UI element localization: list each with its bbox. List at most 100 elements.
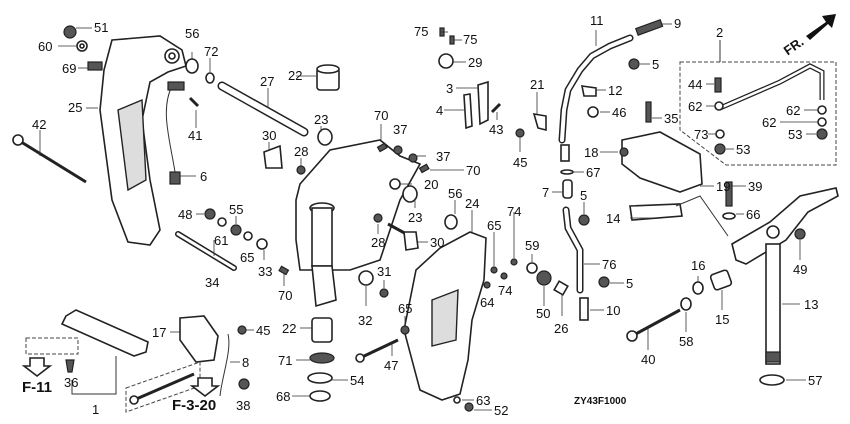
callout[interactable]: 62 [688,99,702,114]
callout[interactable]: 35 [664,111,678,126]
callout[interactable]: 23 [314,112,328,127]
callout[interactable]: 70 [278,288,292,303]
callout[interactable]: 21 [530,77,544,92]
callout[interactable]: 65 [240,250,254,265]
callout[interactable]: 22 [282,321,296,336]
callout[interactable]: 68 [276,389,290,404]
callout[interactable]: 7 [542,185,549,200]
callout[interactable]: 17 [152,325,166,340]
callout[interactable]: 26 [554,321,568,336]
callout[interactable]: 9 [674,16,681,31]
callout[interactable]: 25 [68,100,82,115]
callout[interactable]: 62 [762,115,776,130]
callout[interactable]: 66 [746,207,760,222]
callout[interactable]: 65 [398,301,412,316]
callout[interactable]: 49 [793,262,807,277]
callout[interactable]: 33 [258,264,272,279]
callout[interactable]: 6 [200,169,207,184]
callout[interactable]: 67 [586,165,600,180]
callout[interactable]: 41 [188,128,202,143]
callout[interactable]: 4 [436,103,443,118]
hose-76 [562,206,584,294]
callout[interactable]: 1 [92,402,99,417]
callout[interactable]: 74 [498,283,512,298]
callout[interactable]: 8 [242,355,249,370]
callout[interactable]: 59 [525,238,539,253]
callout[interactable]: 57 [808,373,822,388]
callout[interactable]: 72 [204,44,218,59]
callout[interactable]: 43 [489,122,503,137]
callout[interactable]: 65 [487,218,501,233]
callout[interactable]: 28 [371,235,385,250]
callout[interactable]: 5 [580,188,587,203]
callout[interactable]: 31 [377,264,391,279]
callout[interactable]: 46 [612,105,626,120]
callout[interactable]: 19 [716,179,730,194]
callout[interactable]: 13 [804,297,818,312]
callout[interactable]: 42 [32,117,46,132]
callout[interactable]: 28 [294,144,308,159]
callout[interactable]: 12 [608,83,622,98]
callout[interactable]: 51 [94,20,108,35]
callout[interactable]: 64 [480,295,494,310]
callout[interactable]: 73 [694,127,708,142]
callout[interactable]: 61 [214,233,228,248]
callout[interactable]: 52 [494,403,508,418]
callout[interactable]: 34 [205,275,219,290]
callout[interactable]: 56 [185,26,199,41]
callout[interactable]: 60 [38,39,52,54]
callout[interactable]: 48 [178,207,192,222]
callout[interactable]: 20 [424,177,438,192]
callout[interactable]: 74 [507,204,521,219]
callout[interactable]: 53 [788,127,802,142]
callout[interactable]: 71 [278,353,292,368]
callout[interactable]: 53 [736,142,750,157]
reference-f3-20[interactable]: F-3-20 [172,397,216,414]
callout[interactable]: 5 [626,276,633,291]
callout[interactable]: 70 [466,163,480,178]
callout[interactable]: 54 [350,373,364,388]
callout[interactable]: 15 [715,312,729,327]
callout[interactable]: 27 [260,74,274,89]
callout[interactable]: 70 [374,108,388,123]
callout[interactable]: 45 [256,323,270,338]
callout[interactable]: 63 [476,393,490,408]
callout[interactable]: 75 [414,24,428,39]
callout[interactable]: 69 [62,61,76,76]
callout[interactable]: 47 [384,358,398,373]
callout[interactable]: 55 [229,202,243,217]
callout[interactable]: 44 [688,77,702,92]
callout[interactable]: 40 [641,352,655,367]
callout[interactable]: 29 [468,55,482,70]
callout[interactable]: 75 [463,32,477,47]
callout[interactable]: 18 [584,145,598,160]
callout[interactable]: 2 [716,25,723,40]
callout[interactable]: 37 [436,149,450,164]
callout[interactable]: 37 [393,122,407,137]
callout[interactable]: 32 [358,313,372,328]
callout[interactable]: 62 [786,103,800,118]
callout[interactable]: 23 [408,210,422,225]
callout[interactable]: 30 [262,128,276,143]
washer-56b [444,214,458,230]
callout[interactable]: 11 [590,13,604,28]
tube-segment [560,144,570,162]
callout[interactable]: 5 [652,57,659,72]
callout[interactable]: 10 [606,303,620,318]
callout[interactable]: 14 [606,211,620,226]
callout[interactable]: 24 [465,196,479,211]
callout[interactable]: 45 [513,155,527,170]
clamp-14 [629,203,683,221]
reference-f11[interactable]: F-11 [22,379,52,396]
callout[interactable]: 36 [64,375,78,390]
callout[interactable]: 22 [288,68,302,83]
callout[interactable]: 76 [602,257,616,272]
callout[interactable]: 30 [430,235,444,250]
callout[interactable]: 3 [446,81,453,96]
callout[interactable]: 16 [691,258,705,273]
callout[interactable]: 39 [748,179,762,194]
callout[interactable]: 38 [236,398,250,413]
callout[interactable]: 50 [536,306,550,321]
callout[interactable]: 56 [448,186,462,201]
callout[interactable]: 58 [679,334,693,349]
